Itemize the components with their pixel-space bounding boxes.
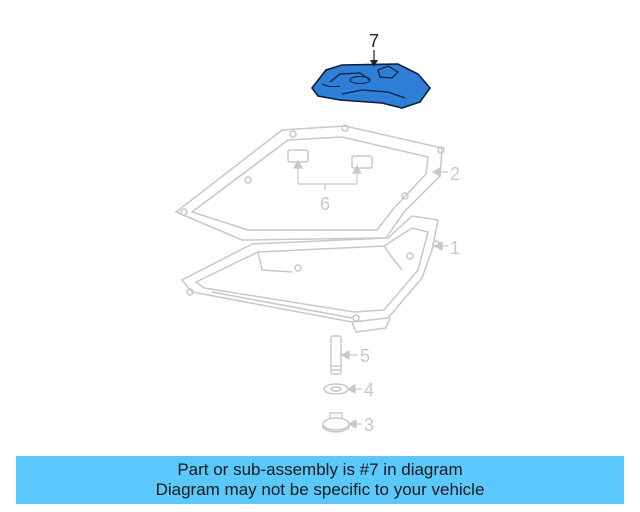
callout-2: 2	[450, 164, 460, 184]
callout-7: 7	[369, 31, 379, 51]
leader-2	[431, 166, 448, 178]
callout-5: 5	[360, 346, 370, 366]
callout-4: 4	[364, 380, 374, 400]
leader-6	[292, 159, 363, 190]
part-3-plug	[322, 412, 350, 433]
info-banner: Part or sub-assembly is #7 in diagram Di…	[16, 456, 624, 504]
leader-3	[347, 418, 362, 430]
callout-6: 6	[320, 194, 330, 214]
part-1-oil-pan	[180, 215, 440, 333]
banner-line-1: Part or sub-assembly is #7 in diagram	[177, 460, 463, 479]
leader-1	[433, 240, 448, 252]
leader-7	[370, 50, 378, 67]
leader-4	[346, 383, 362, 395]
part-4-washer	[323, 383, 349, 395]
leader-5	[340, 349, 358, 361]
banner-line-2: Diagram may not be specific to your vehi…	[155, 480, 485, 499]
callout-1: 1	[450, 238, 460, 258]
callout-3: 3	[364, 415, 374, 435]
part-7-filter[interactable]	[310, 63, 432, 109]
part-5-bolt	[330, 335, 342, 375]
